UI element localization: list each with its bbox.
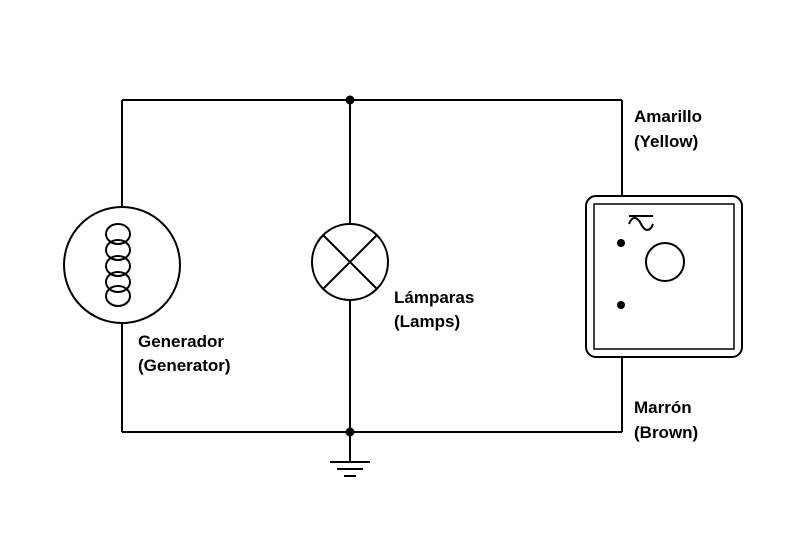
ground-symbol (330, 432, 370, 477)
label-yellow-es: Amarillo (634, 107, 702, 126)
label-generator-en: (Generator) (138, 356, 231, 375)
regulator-inner-circle (645, 242, 685, 282)
label-lamps-es: Lámparas (394, 288, 474, 307)
wires (121, 99, 623, 433)
generator-circle (63, 206, 181, 324)
regulator-bottom-terminal-dot (617, 301, 625, 309)
regulator-outer-box (585, 195, 743, 358)
regulator-symbol (585, 195, 743, 358)
generator-coil-icon (105, 223, 131, 307)
top-junction-dot (345, 95, 355, 105)
regulator-inner-box (593, 203, 735, 350)
ac-sine-icon (628, 215, 654, 231)
label-lamps-en: (Lamps) (394, 312, 460, 331)
label-brown-es: Marrón (634, 398, 692, 417)
label-generator-es: Generador (138, 332, 224, 351)
generator-symbol (63, 206, 181, 324)
lamp-symbol (311, 223, 389, 301)
labels: Amarillo (Yellow) Lámparas (Lamps) Gener… (138, 107, 702, 442)
lamp-cross-line-2 (322, 234, 378, 290)
lamp-circle (311, 223, 389, 301)
label-yellow-en: (Yellow) (634, 132, 698, 151)
regulator-top-terminal-dot (617, 239, 625, 247)
label-brown-en: (Brown) (634, 423, 698, 442)
